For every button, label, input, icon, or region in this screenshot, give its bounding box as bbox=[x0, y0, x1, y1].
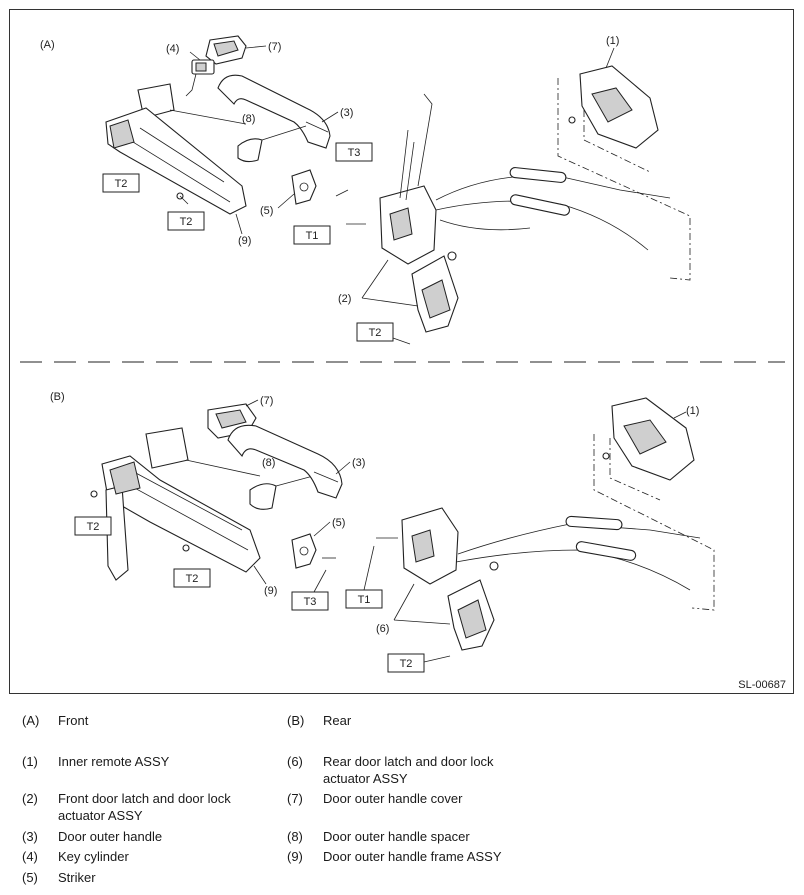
svg-text:T1: T1 bbox=[358, 594, 371, 606]
callout-a-8: (8) bbox=[242, 113, 255, 125]
svg-text:T3: T3 bbox=[304, 596, 317, 608]
svg-text:T1: T1 bbox=[306, 230, 319, 242]
handle-cover-a bbox=[205, 35, 247, 65]
front-latch-a bbox=[346, 93, 459, 333]
torque-a-t2-mid bbox=[167, 211, 205, 231]
callout-b-1: (1) bbox=[686, 405, 699, 417]
section-a-label: (A) bbox=[40, 39, 55, 51]
torque-b-t2-mid bbox=[173, 568, 211, 588]
torque-a-t2-bottom bbox=[356, 322, 394, 342]
callout-b-5: (5) bbox=[332, 517, 345, 529]
svg-text:T2: T2 bbox=[115, 178, 128, 190]
inner-remote-a bbox=[568, 65, 659, 149]
spacer-b-upper bbox=[145, 427, 189, 469]
torque-b-t3 bbox=[291, 591, 329, 611]
callout-a-4: (4) bbox=[166, 43, 179, 55]
callout-b-9: (9) bbox=[264, 585, 277, 597]
figure-code: SL-00687 bbox=[738, 679, 786, 691]
handle-frame-b bbox=[90, 455, 261, 581]
callout-a-9: (9) bbox=[238, 235, 251, 247]
svg-text:T3: T3 bbox=[348, 147, 361, 159]
callout-a-1: (1) bbox=[606, 35, 619, 47]
key-cylinder-a bbox=[185, 59, 215, 97]
torque-b-t2-bottom bbox=[387, 653, 425, 673]
callout-a-5: (5) bbox=[260, 205, 273, 217]
handle-frame-a bbox=[105, 107, 247, 215]
callout-b-3: (3) bbox=[352, 457, 365, 469]
exploded-diagram: (A) bbox=[20, 35, 786, 691]
svg-text:T2: T2 bbox=[87, 521, 100, 533]
callout-b-8: (8) bbox=[262, 457, 275, 469]
svg-text:T2: T2 bbox=[186, 573, 199, 585]
svg-text:T2: T2 bbox=[400, 658, 413, 670]
diagram-frame: (A) bbox=[9, 9, 794, 694]
callout-a-7: (7) bbox=[268, 41, 281, 53]
striker-a bbox=[291, 169, 349, 205]
torque-a-t3 bbox=[335, 142, 373, 162]
callout-a-2: (2) bbox=[338, 293, 351, 305]
inner-remote-b bbox=[602, 397, 695, 481]
torque-b-t2-left bbox=[74, 516, 112, 536]
torque-a-t1 bbox=[293, 225, 331, 245]
spacer-b-lower bbox=[249, 483, 277, 510]
outer-handle-b bbox=[227, 424, 343, 499]
rear-latch-b bbox=[376, 507, 499, 651]
spacer-a-lower bbox=[237, 138, 263, 163]
torque-a-t2-left bbox=[102, 173, 140, 193]
svg-text:T2: T2 bbox=[180, 216, 193, 228]
outer-handle-a bbox=[217, 74, 331, 149]
callout-b-6: (6) bbox=[376, 623, 389, 635]
callout-a-3: (3) bbox=[340, 107, 353, 119]
callout-b-7: (7) bbox=[260, 395, 273, 407]
svg-text:T2: T2 bbox=[369, 327, 382, 339]
striker-b bbox=[291, 533, 336, 569]
section-b-label: (B) bbox=[50, 391, 65, 403]
